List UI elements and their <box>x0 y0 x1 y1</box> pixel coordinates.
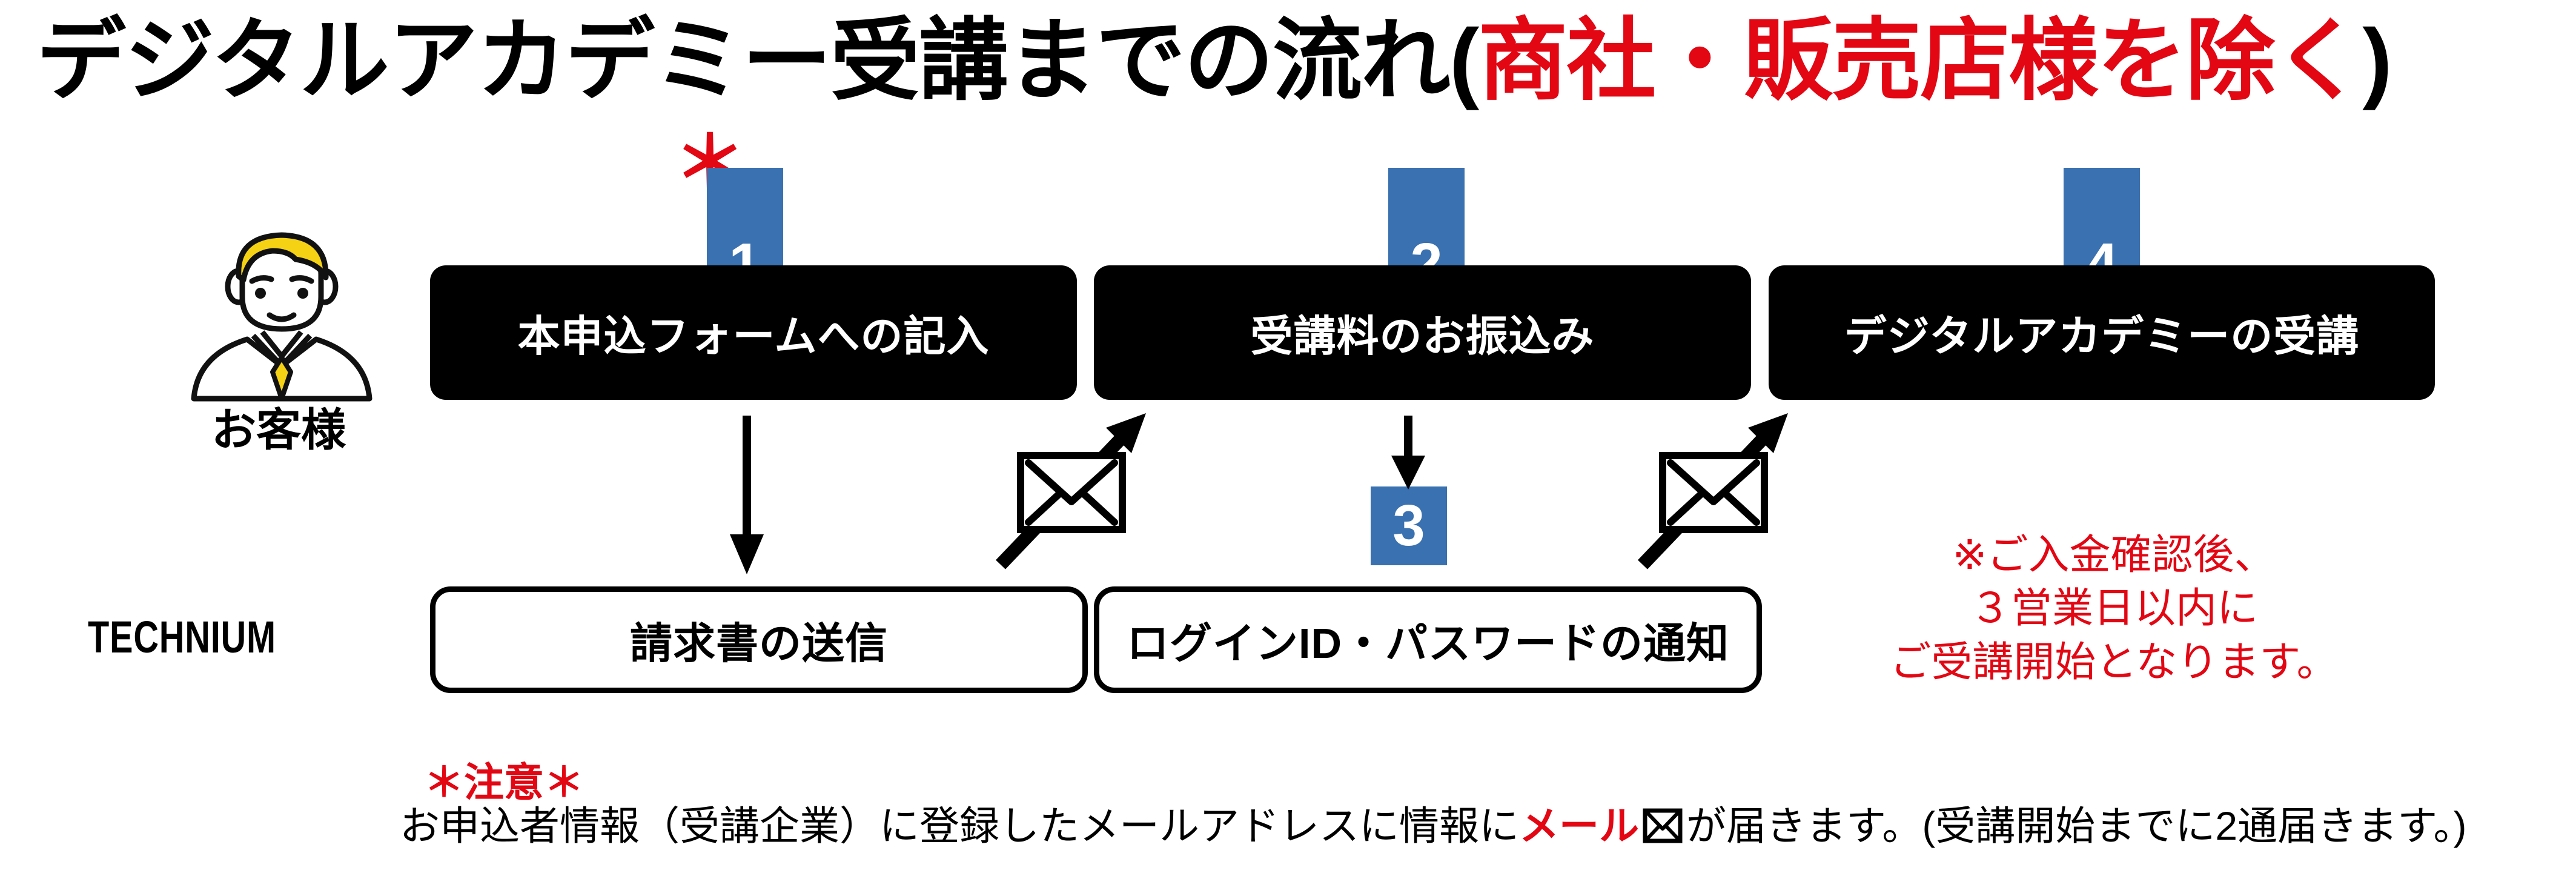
warning-body-highlight: メール <box>1519 803 1639 848</box>
warning-body-part-1: お申込者情報（受講企業）に登録したメールアドレスに情報に <box>400 803 1519 848</box>
payment-note-line-3: ご受講開始となります。 <box>1890 639 2338 685</box>
arrow-down-icon <box>1384 416 1432 490</box>
mail-send-group-credentials <box>1629 406 1799 576</box>
businessman-avatar-icon <box>176 229 388 402</box>
mail-send-group-invoice <box>987 406 1157 576</box>
page-title-highlight: 商社・販売店様を除く <box>1478 11 2363 111</box>
step-box-login-credentials[interactable]: ログインID・パスワードの通知 <box>1094 586 1762 693</box>
warning-heading: ＊注意＊ <box>424 760 584 805</box>
warning-body: お申込者情報（受講企業）に登録したメールアドレスに情報にメール が届きます。(受… <box>400 806 2556 846</box>
arrow-down-icon <box>723 416 771 574</box>
step-box-application-form[interactable]: 本申込フォームへの記入 <box>430 265 1077 400</box>
payment-note-line-1: ※ご入金確認後、 <box>1952 532 2276 578</box>
envelope-icon <box>1643 808 1683 843</box>
page-title-tail: ) <box>2362 11 2392 111</box>
payment-confirmation-note: ※ご入金確認後、 ３営業日以内に ご受講開始となります。 <box>1817 528 2411 689</box>
customer-label: お客様 <box>211 405 346 455</box>
step-box-payment[interactable]: 受講料のお振込み <box>1094 265 1751 400</box>
step-box-attend-academy[interactable]: デジタルアカデミーの受講 <box>1769 265 2435 400</box>
page-title: デジタルアカデミー受講までの流れ(商社・販売店様を除く) <box>36 4 2532 119</box>
page-title-lead: デジタルアカデミー受講までの流れ( <box>36 11 1479 111</box>
step-badge-3: 3 <box>1371 486 1447 565</box>
step-box-invoice-sent[interactable]: 請求書の送信 <box>430 586 1088 693</box>
payment-note-line-2: ３営業日以内に <box>1969 585 2258 632</box>
warning-body-part-2: が届きます。(受講開始までに2通届きます。) <box>1686 803 2467 848</box>
technium-logo: TECHNIUM <box>88 612 276 662</box>
